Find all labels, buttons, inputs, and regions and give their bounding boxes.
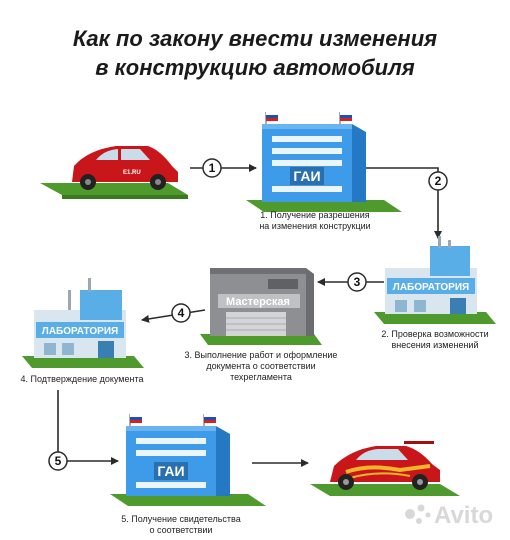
watermark-text: Avito bbox=[434, 502, 493, 529]
car-plate-text: E1.RU bbox=[123, 170, 141, 176]
title-line-1: Как по закону внести изменения bbox=[73, 26, 437, 51]
step-5-caption-line-2: о соответствии bbox=[150, 525, 213, 535]
workshop-building: Мастерская bbox=[200, 268, 322, 345]
gai-building-top: ГАИ bbox=[246, 112, 402, 212]
step-badge-1: 1 bbox=[202, 158, 222, 178]
step-2-caption-line-2: внесения изменений bbox=[392, 340, 479, 350]
step-5-caption-line-1: 5. Получение свидетельства bbox=[121, 514, 240, 524]
gai-sign-top: ГАИ bbox=[293, 168, 320, 184]
title-line-2: в конструкцию автомобиля bbox=[95, 55, 415, 80]
arrow-step-5 bbox=[57, 390, 119, 465]
step-badge-4: 4 bbox=[171, 303, 191, 323]
step-badge-5: 5 bbox=[48, 451, 68, 471]
gai-sign-bottom: ГАИ bbox=[157, 463, 184, 479]
gai-building-bottom: ГАИ bbox=[110, 414, 266, 506]
arrow-step-2 bbox=[366, 167, 442, 239]
workshop-sign: Мастерская bbox=[226, 296, 290, 308]
step-badge-3: 3 bbox=[347, 272, 367, 292]
svg-text:1: 1 bbox=[209, 161, 216, 175]
step-3-caption-line-3: техрегламента bbox=[230, 372, 292, 382]
lab-sign-left: ЛАБОРАТОРИЯ bbox=[42, 326, 118, 337]
svg-text:4: 4 bbox=[178, 306, 185, 320]
step-1-caption-line-1: 1. Получение разрешения bbox=[260, 210, 370, 220]
svg-text:5: 5 bbox=[55, 454, 62, 468]
laboratory-building-right: ЛАБОРАТОРИЯ bbox=[374, 236, 496, 324]
svg-text:3: 3 bbox=[354, 275, 361, 289]
step-badge-2: 2 bbox=[428, 171, 448, 191]
step-3-caption-line-2: документа о соответствии bbox=[206, 361, 315, 371]
step-4-caption-line-1: 4. Подтверждение документа bbox=[20, 374, 143, 384]
avito-watermark: Avito bbox=[405, 502, 493, 529]
car-final-illustration bbox=[310, 441, 460, 496]
svg-text:2: 2 bbox=[435, 174, 442, 188]
step-1-caption-line-2: на изменения конструкции bbox=[259, 221, 370, 231]
step-2-caption-line-1: 2. Проверка возможности bbox=[381, 329, 488, 339]
laboratory-building-left: ЛАБОРАТОРИЯ bbox=[22, 278, 144, 368]
car-start-illustration: E1.RU bbox=[40, 146, 188, 199]
lab-sign-right: ЛАБОРАТОРИЯ bbox=[393, 282, 469, 293]
step-3-caption-line-1: 3. Выполнение работ и оформление bbox=[185, 350, 338, 360]
